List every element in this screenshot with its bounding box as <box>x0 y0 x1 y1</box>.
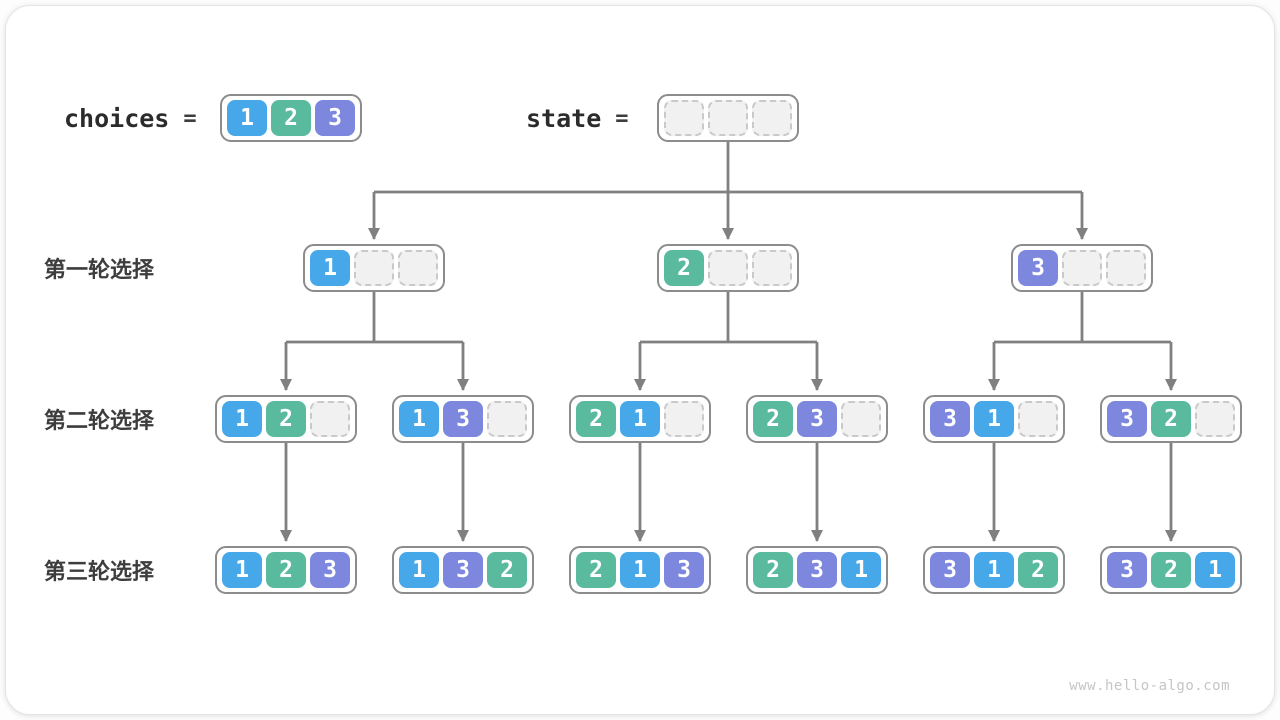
number-cell: 3 <box>930 552 970 588</box>
number-cell: 3 <box>1107 401 1147 437</box>
empty-cell <box>398 250 438 286</box>
node-r1-3: 3 <box>1011 244 1153 292</box>
number-cell: 1 <box>620 552 660 588</box>
empty-cell <box>664 100 704 136</box>
number-cell: 3 <box>797 552 837 588</box>
number-cell: 1 <box>222 552 262 588</box>
empty-cell <box>487 401 527 437</box>
state-box <box>657 94 799 142</box>
choices-label: choices <box>64 103 170 133</box>
row-label-3: 第三轮选择 <box>44 559 155 584</box>
equals-sign: = <box>183 105 197 131</box>
number-cell: 3 <box>930 401 970 437</box>
number-cell: 2 <box>266 552 306 588</box>
empty-cell <box>841 401 881 437</box>
empty-cell <box>1062 250 1102 286</box>
number-cell: 3 <box>443 401 483 437</box>
connector-line <box>286 292 463 344</box>
row-label-2: 第二轮选择 <box>44 408 155 433</box>
node-r1-1: 1 <box>303 244 445 292</box>
number-cell: 3 <box>315 100 355 136</box>
watermark: www.hello-algo.com <box>1069 678 1230 694</box>
empty-cell <box>664 401 704 437</box>
node-r1-2: 2 <box>657 244 799 292</box>
number-cell: 3 <box>1107 552 1147 588</box>
empty-cell <box>1018 401 1058 437</box>
empty-cell <box>354 250 394 286</box>
empty-cell <box>1195 401 1235 437</box>
number-cell: 1 <box>310 250 350 286</box>
number-cell: 1 <box>399 552 439 588</box>
number-cell: 1 <box>227 100 267 136</box>
number-cell: 2 <box>576 401 616 437</box>
choices-label-group: choices = <box>64 94 197 142</box>
number-cell: 2 <box>1018 552 1058 588</box>
number-cell: 1 <box>399 401 439 437</box>
connector-line <box>994 292 1171 344</box>
empty-cell <box>310 401 350 437</box>
number-cell: 2 <box>1151 401 1191 437</box>
number-cell: 1 <box>974 552 1014 588</box>
number-cell: 3 <box>443 552 483 588</box>
row-label-1: 第一轮选择 <box>44 257 155 282</box>
empty-cell <box>1106 250 1146 286</box>
connector-line <box>640 292 817 344</box>
number-cell: 1 <box>620 401 660 437</box>
connector-line <box>374 142 1082 194</box>
number-cell: 1 <box>1195 552 1235 588</box>
number-cell: 2 <box>1151 552 1191 588</box>
number-cell: 3 <box>310 552 350 588</box>
number-cell: 2 <box>753 401 793 437</box>
empty-cell <box>752 250 792 286</box>
number-cell: 3 <box>664 552 704 588</box>
number-cell: 2 <box>271 100 311 136</box>
number-cell: 1 <box>974 401 1014 437</box>
number-cell: 1 <box>841 552 881 588</box>
number-cell: 3 <box>1018 250 1058 286</box>
equals-sign: = <box>615 105 629 131</box>
number-cell: 2 <box>266 401 306 437</box>
tree-connectors <box>280 142 1177 542</box>
number-cell: 3 <box>797 401 837 437</box>
number-cell: 2 <box>664 250 704 286</box>
empty-cell <box>708 250 748 286</box>
empty-cell <box>708 100 748 136</box>
number-cell: 2 <box>487 552 527 588</box>
number-cell: 2 <box>576 552 616 588</box>
state-label: state <box>526 103 602 133</box>
number-cell: 1 <box>222 401 262 437</box>
state-label-group: state = <box>526 94 629 142</box>
number-cell: 2 <box>753 552 793 588</box>
empty-cell <box>752 100 792 136</box>
